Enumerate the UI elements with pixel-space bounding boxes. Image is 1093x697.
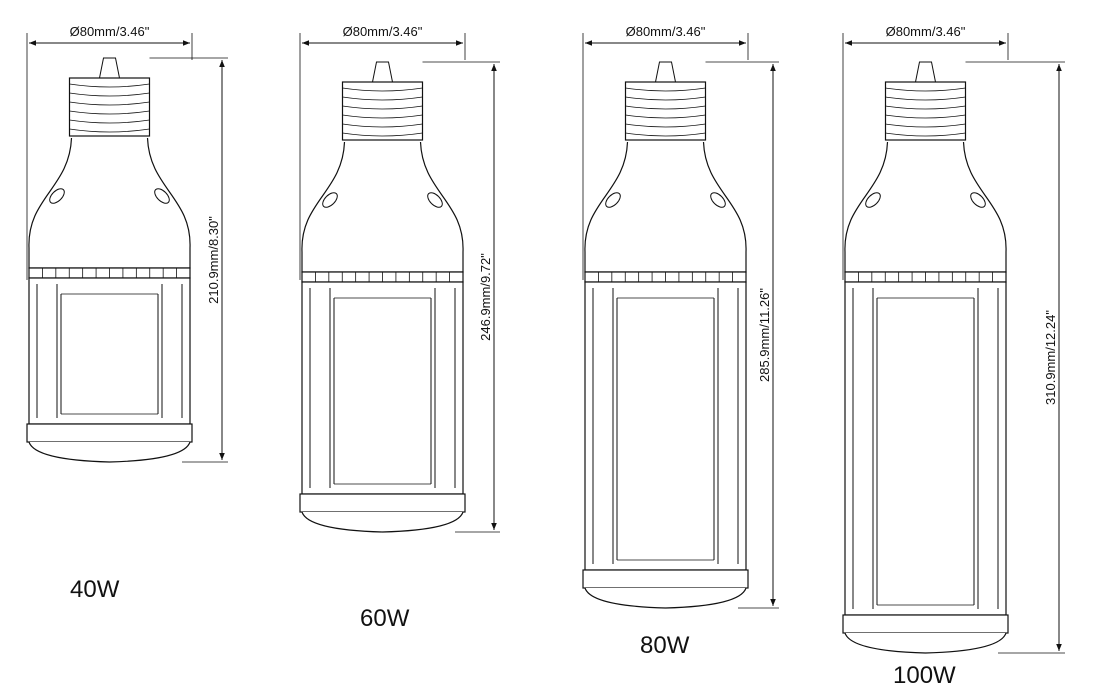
led-column	[584, 281, 747, 571]
lamp-4: Ø80mm/3.46" 310.9mm/12.24" 100W	[842, 24, 1065, 689]
housing	[584, 141, 747, 283]
diameter-label: Ø80mm/3.46"	[343, 24, 423, 39]
housing	[844, 141, 1007, 283]
end-cap	[842, 614, 1009, 654]
height-dimension: 210.9mm/8.30"	[149, 57, 228, 463]
lamp-2: Ø80mm/3.46" 246.9mm/9.72" 60W	[299, 24, 500, 632]
diameter-label: Ø80mm/3.46"	[626, 24, 706, 39]
screw-base	[341, 61, 424, 141]
diameter-dimension: Ø80mm/3.46"	[582, 24, 749, 280]
diameter-dimension: Ø80mm/3.46"	[299, 24, 466, 280]
wattage-label: 100W	[893, 662, 956, 689]
screw-base	[624, 61, 707, 141]
end-cap	[299, 493, 466, 533]
end-cap	[582, 569, 749, 609]
wattage-label: 60W	[360, 605, 410, 632]
height-label: 310.9mm/12.24"	[1043, 310, 1058, 405]
lamp-3: Ø80mm/3.46" 285.9mm/11.26" 80W	[582, 24, 779, 659]
height-label: 210.9mm/8.30"	[206, 216, 221, 304]
housing	[301, 141, 464, 283]
screw-base	[68, 57, 151, 137]
wattage-label: 80W	[640, 632, 690, 659]
led-column	[844, 281, 1007, 616]
diameter-dimension: Ø80mm/3.46"	[842, 24, 1009, 280]
led-column	[301, 281, 464, 495]
height-dimension: 246.9mm/9.72"	[422, 61, 500, 533]
lamp-1: Ø80mm/3.46" 210.9mm/8.30" 40W	[26, 24, 228, 603]
height-label: 246.9mm/9.72"	[478, 253, 493, 341]
diameter-label: Ø80mm/3.46"	[886, 24, 966, 39]
screw-base	[884, 61, 967, 141]
led-column	[28, 277, 191, 425]
housing	[28, 137, 191, 279]
end-cap	[26, 423, 193, 463]
diameter-dimension: Ø80mm/3.46"	[26, 24, 193, 280]
height-label: 285.9mm/11.26"	[757, 288, 772, 382]
height-dimension: 285.9mm/11.26"	[705, 61, 779, 609]
height-dimension: 310.9mm/12.24"	[965, 61, 1065, 654]
wattage-label: 40W	[70, 576, 120, 603]
diameter-label: Ø80mm/3.46"	[70, 24, 150, 39]
